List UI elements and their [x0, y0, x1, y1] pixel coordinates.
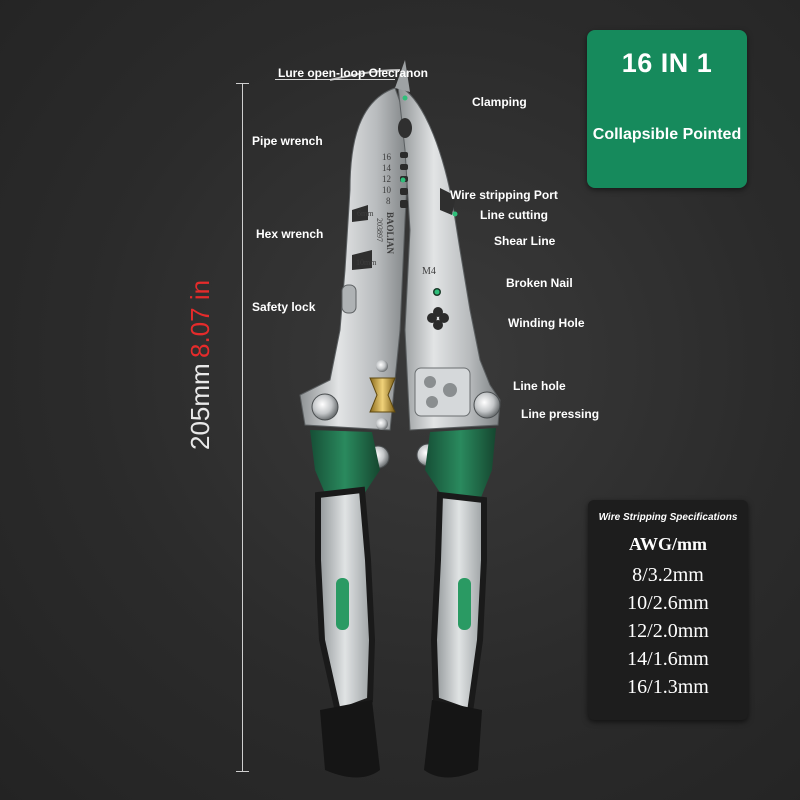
label-lure: Lure open-loop Olecranon: [278, 66, 429, 80]
spec-row: 12/2.0mm: [627, 620, 709, 642]
spec-row: 14/1.6mm: [627, 648, 709, 670]
crimp-plate: [414, 367, 471, 417]
brand-mark: BAOLIAN: [385, 212, 395, 255]
right-handle-green: [425, 428, 496, 505]
gauge-10: 10: [382, 185, 392, 195]
label-broken-nail: Broken Nail: [506, 276, 573, 290]
gauge-16: 16: [382, 152, 392, 162]
thread-m4: M4: [422, 266, 436, 277]
ruler-line: [242, 83, 243, 771]
label-line-pressing: Line pressing: [521, 407, 600, 421]
spec-panel: Wire Stripping Specifications AWG/mm 8/3…: [588, 500, 748, 720]
label-wire-stripping-port: Wire stripping Port: [450, 188, 558, 202]
winding-hole: [427, 307, 449, 330]
spec-title: Wire Stripping Specifications: [598, 512, 738, 523]
label-shear-line: Shear Line: [494, 234, 556, 248]
spec-header: AWG/mm: [629, 534, 707, 554]
badge-subtitle: Collapsible Pointed: [592, 126, 742, 143]
spec-row: 16/1.3mm: [627, 676, 709, 698]
label-winding-hole: Winding Hole: [508, 316, 585, 330]
label-pipe-wrench: Pipe wrench: [252, 134, 323, 148]
left-handle-green: [310, 430, 380, 505]
ruler-tick-top: [236, 83, 249, 84]
badge-title: 16 IN 1: [621, 48, 713, 78]
model-mark: 203897: [375, 218, 384, 242]
gauge-14: 14: [382, 163, 392, 173]
right-jaw: [397, 85, 501, 431]
hex-6mm: 6mm: [357, 209, 374, 218]
spec-row: 10/2.6mm: [627, 592, 709, 614]
gauge-8: 8: [386, 196, 391, 206]
olecranon-tip: [395, 60, 410, 92]
hex-10mm: 10mm: [356, 258, 377, 267]
olecranon-hook: [329, 69, 401, 81]
label-line-hole: Line hole: [513, 379, 566, 393]
gauge-12: 12: [382, 174, 391, 184]
safety-lock: [341, 284, 357, 314]
label-line-cutting: Line cutting: [480, 208, 548, 222]
right-handle-tip: [424, 700, 482, 778]
feature-badge: 16 IN 1 Collapsible Pointed: [587, 30, 747, 188]
left-handle-tip: [320, 700, 380, 778]
ruler-tick-bottom: [236, 771, 249, 772]
lure-line: [275, 79, 395, 80]
label-clamping: Clamping: [472, 95, 527, 109]
label-safety-lock: Safety lock: [252, 300, 316, 314]
spec-row: 8/3.2mm: [632, 564, 704, 586]
spring: [369, 377, 396, 413]
label-hex-wrench: Hex wrench: [256, 227, 324, 241]
